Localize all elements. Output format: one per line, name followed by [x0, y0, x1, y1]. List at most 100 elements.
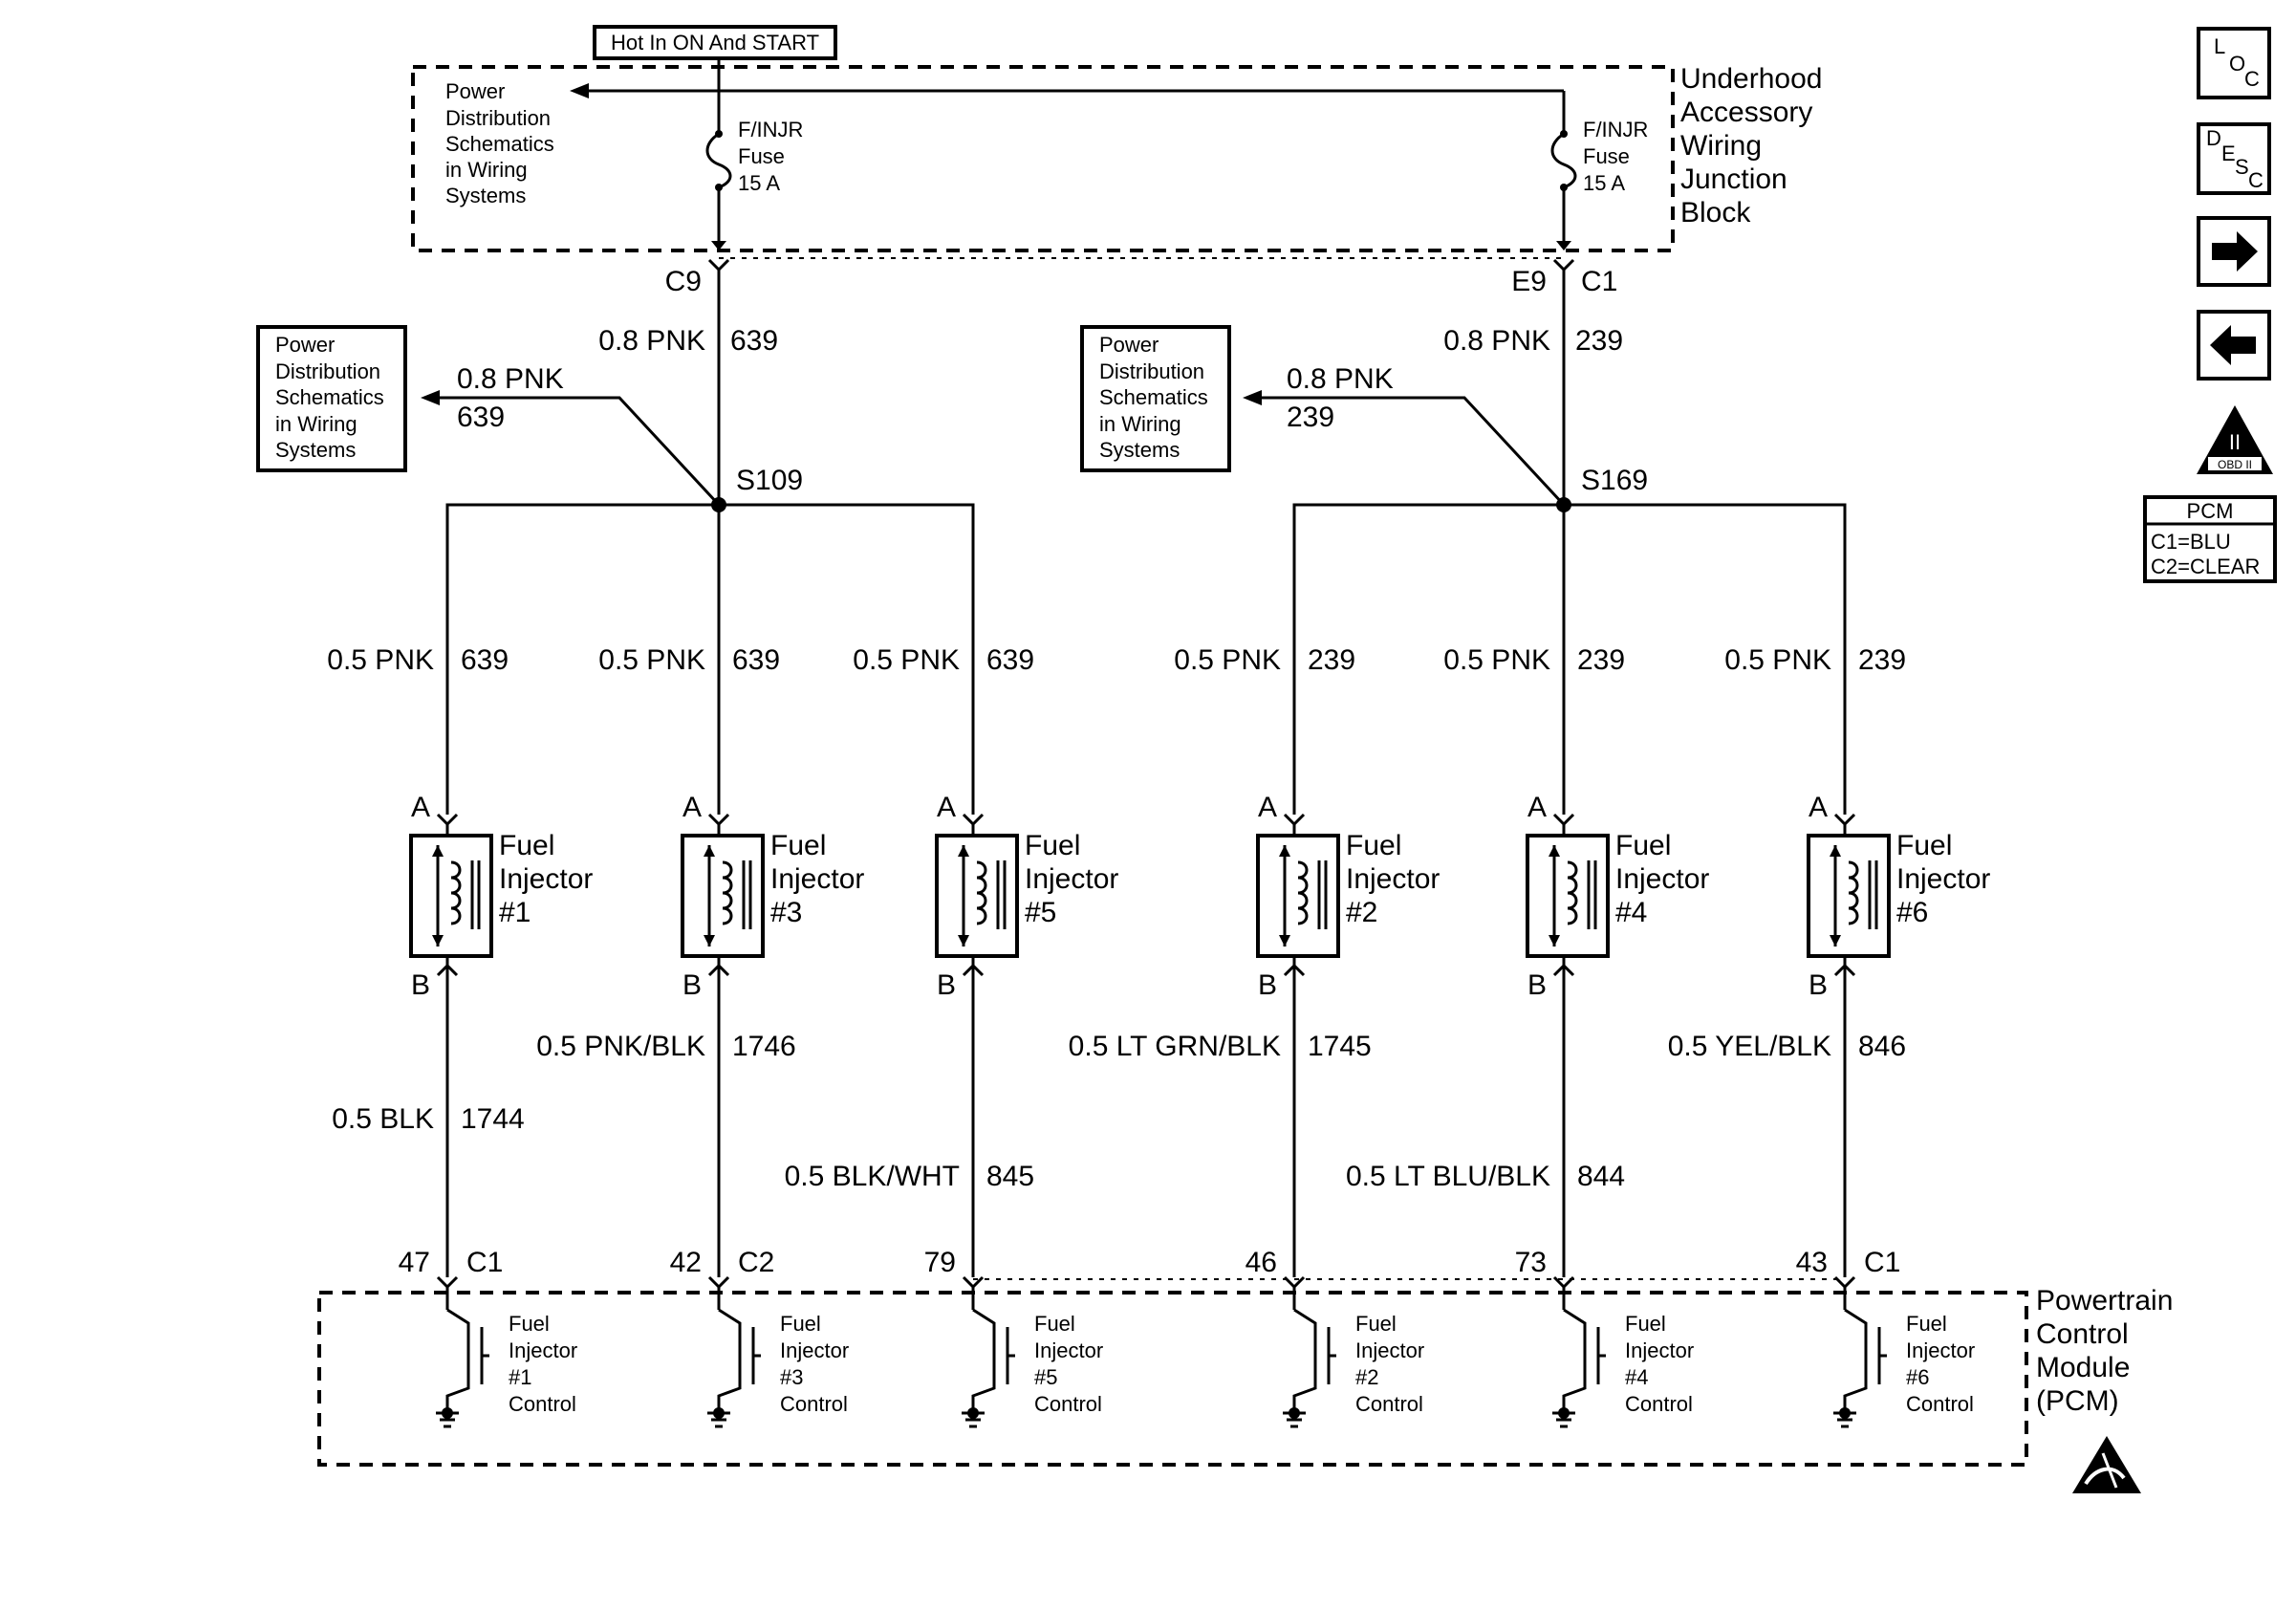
control-label-fuel: Fuel: [1355, 1312, 1397, 1336]
loc-button[interactable]: L O C: [2197, 27, 2271, 99]
control-label-fuel: Fuel: [780, 1312, 821, 1336]
coil-icon: [976, 860, 987, 925]
ctrl-wire-color: 0.5 BLK: [332, 1103, 434, 1135]
pin-a: A: [937, 792, 956, 823]
fuse-right: [1550, 91, 1577, 250]
svg-text:D: D: [2206, 126, 2221, 150]
control-label-control: Control: [780, 1392, 848, 1416]
conn-c1-top: C1: [1581, 266, 1617, 297]
junction-block-label: Underhood Accessory Wiring Junction Bloc…: [1680, 63, 1830, 228]
injector-label-injector: Injector: [499, 863, 593, 895]
feed-wire-color: 0.5 PNK: [1443, 644, 1550, 676]
left-branch-wire: 0.8 PNK: [457, 363, 564, 395]
coil-icon: [722, 860, 733, 925]
control-label-number: #6: [1906, 1365, 1929, 1389]
control-label-injector: Injector: [1906, 1338, 1975, 1362]
control-label-control: Control: [1355, 1392, 1423, 1416]
pin-b: B: [411, 969, 430, 1001]
fuse-left-label: F/INJR Fuse 15 A: [738, 118, 810, 195]
coil-icon: [450, 860, 462, 925]
hot-in-label-box: [593, 25, 837, 60]
injector-label-injector: Injector: [1615, 863, 1709, 895]
injector-number: #2: [1346, 897, 1377, 928]
splice-s169-label: S169: [1581, 465, 1648, 496]
injector-label-fuel: Fuel: [1615, 830, 1671, 861]
obd-icon: OBD II II: [2197, 405, 2273, 474]
power-ref-top: Power Distribution Schematics in Wiring …: [445, 79, 560, 207]
prev-arrow-button[interactable]: [2197, 310, 2271, 381]
splice-s109-label: S109: [736, 465, 803, 496]
power-ref-right-box: [1080, 325, 1231, 472]
pin-b: B: [1527, 969, 1547, 1001]
ctrl-circuit-number: 1744: [461, 1103, 525, 1135]
feed-circuit-number: 239: [1577, 644, 1625, 676]
coil-icon: [1567, 860, 1578, 925]
right-branch-wire: 0.8 PNK: [1287, 363, 1394, 395]
right-top-wire: 0.8 PNK: [1443, 325, 1550, 357]
ctrl-circuit-number: 844: [1577, 1161, 1625, 1192]
feed-circuit-number: 639: [732, 644, 780, 676]
conn-e9: E9: [1511, 266, 1547, 297]
right-top-circuit: 239: [1575, 325, 1623, 357]
control-label-fuel: Fuel: [1625, 1312, 1666, 1336]
control-label-control: Control: [1906, 1392, 1974, 1416]
ctrl-circuit-number: 846: [1858, 1031, 1906, 1062]
desc-button[interactable]: D E S C: [2197, 122, 2271, 195]
feed-circuit-number: 239: [1858, 644, 1906, 676]
control-label-number: #3: [780, 1365, 803, 1389]
svg-text:E: E: [2221, 141, 2236, 165]
control-label-number: #2: [1355, 1365, 1378, 1389]
injector-number: #5: [1025, 897, 1056, 928]
control-label-number: #1: [509, 1365, 531, 1389]
esd-icon: [2072, 1436, 2141, 1493]
arrow-right-icon: [2212, 231, 2258, 272]
svg-text:PCM: PCM: [2187, 499, 2234, 523]
control-label-fuel: Fuel: [509, 1312, 550, 1336]
injector-number: #3: [770, 897, 802, 928]
ctrl-wire-color: 0.5 PNK/BLK: [536, 1031, 705, 1062]
svg-text:II: II: [2229, 430, 2241, 454]
ctrl-circuit-number: 1745: [1308, 1031, 1372, 1062]
junction-block-outline: [411, 65, 1675, 252]
pin-a: A: [411, 792, 430, 823]
control-label-control: Control: [1625, 1392, 1693, 1416]
svg-text:OBD II: OBD II: [2218, 458, 2252, 471]
svg-text:S: S: [2235, 155, 2249, 179]
feed-circuit-number: 639: [461, 644, 509, 676]
coil-icon: [1848, 860, 1859, 925]
svg-text:C2=CLEAR: C2=CLEAR: [2151, 555, 2260, 578]
conn-c9: C9: [665, 266, 702, 297]
injector-label-injector: Injector: [1896, 863, 1990, 895]
injector-number: #6: [1896, 897, 1928, 928]
coil-icon: [1297, 860, 1309, 925]
pin-a: A: [682, 792, 702, 823]
ctrl-wire-color: 0.5 LT BLU/BLK: [1346, 1161, 1550, 1192]
pcm-legend: PCM C1=BLU C2=CLEAR: [2143, 495, 2277, 583]
pcm-pin-number: 42: [670, 1247, 702, 1278]
pcm-pin-number: 46: [1245, 1247, 1277, 1278]
svg-text:C1=BLU: C1=BLU: [2151, 530, 2231, 554]
feed-wire-color: 0.5 PNK: [598, 644, 705, 676]
next-arrow-button[interactable]: [2197, 216, 2271, 287]
pin-a: A: [1258, 792, 1277, 823]
fuse-right-label: F/INJR Fuse 15 A: [1583, 118, 1655, 195]
injector-label-injector: Injector: [1025, 863, 1118, 895]
right-branch-circuit: 239: [1287, 402, 1334, 433]
control-label-fuel: Fuel: [1906, 1312, 1947, 1336]
control-label-control: Control: [509, 1392, 576, 1416]
svg-text:L: L: [2214, 34, 2225, 58]
power-ref-right: Power Distribution Schematics in Wiring …: [1099, 333, 1214, 462]
pcm-outline: [317, 1291, 2028, 1467]
pin-a: A: [1809, 792, 1828, 823]
pcm-pin-number: 43: [1796, 1247, 1828, 1278]
left-branch-circuit: 639: [457, 402, 505, 433]
feed-circuit-number: 639: [986, 644, 1034, 676]
feed-wire-color: 0.5 PNK: [853, 644, 960, 676]
ctrl-wire-color: 0.5 BLK/WHT: [785, 1161, 960, 1192]
injector-label-fuel: Fuel: [499, 830, 554, 861]
control-label-control: Control: [1034, 1392, 1102, 1416]
pcm-label: Powertrain Control Module (PCM): [2036, 1285, 2181, 1417]
